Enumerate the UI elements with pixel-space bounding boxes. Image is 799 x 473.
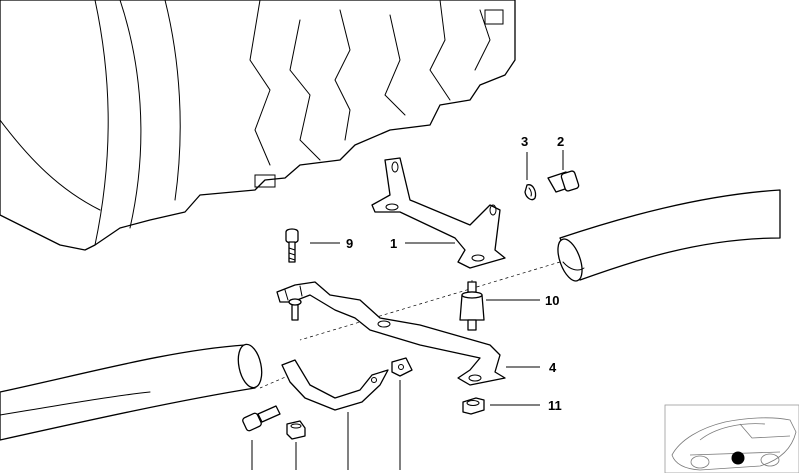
exhaust-pipe-right <box>557 189 781 282</box>
leader-lines <box>251 150 564 470</box>
callout-4: 4 <box>549 360 557 375</box>
part-1-bracket <box>371 157 506 269</box>
exhaust-pipe-left <box>0 343 263 441</box>
location-marker <box>731 451 745 465</box>
assembly-centerline-2 <box>259 374 291 389</box>
transmission-housing <box>0 0 516 251</box>
nut-lower <box>286 420 306 440</box>
callout-1: 1 <box>390 236 397 251</box>
vehicle-locator-inset <box>664 404 799 473</box>
part-10-rubber-mount <box>459 281 485 331</box>
part-11-nut <box>462 397 485 415</box>
part-9-bolt <box>285 228 299 263</box>
part-2-bolt <box>547 170 580 193</box>
part-3-washer <box>524 184 537 201</box>
callout-10: 10 <box>545 293 559 308</box>
callout-2: 2 <box>557 134 564 149</box>
bolt-lower-left <box>242 405 281 432</box>
nut-upper <box>391 357 413 377</box>
clamp-bolt <box>288 298 302 321</box>
callout-11: 11 <box>548 398 562 413</box>
part-4-lower-bracket <box>276 281 506 386</box>
lower-clamp <box>281 359 389 411</box>
callout-3: 3 <box>521 134 528 149</box>
callout-9: 9 <box>346 236 353 251</box>
